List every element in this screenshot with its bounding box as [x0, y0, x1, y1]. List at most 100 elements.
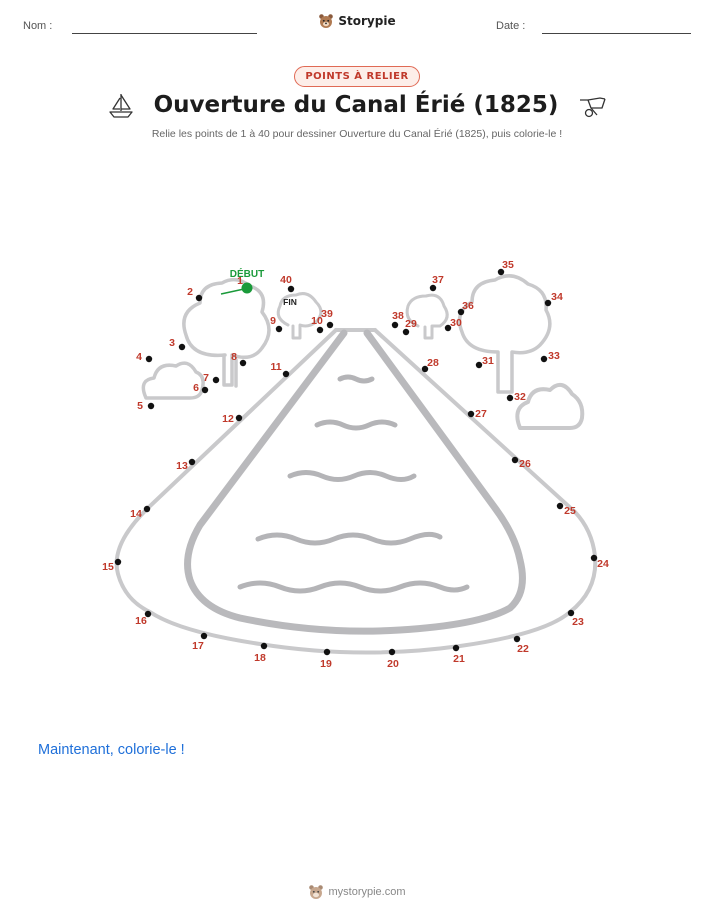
dot-number-15: 15	[102, 561, 114, 573]
dot-9[interactable]	[275, 325, 283, 333]
dot-1[interactable]	[241, 282, 253, 294]
dot-28[interactable]	[421, 365, 429, 373]
dot-number-10: 10	[311, 315, 323, 327]
dot-number-27: 27	[475, 408, 487, 420]
dot-number-13: 13	[176, 460, 188, 472]
dot-20[interactable]	[388, 648, 396, 656]
dot-number-23: 23	[572, 616, 584, 628]
dot-11[interactable]	[282, 370, 290, 378]
dot-22[interactable]	[513, 635, 521, 643]
dot-12[interactable]	[235, 414, 243, 422]
dot-number-19: 19	[320, 658, 332, 670]
dot-4[interactable]	[145, 355, 153, 363]
dot-number-9: 9	[270, 315, 276, 327]
dot-19[interactable]	[323, 648, 331, 656]
dot-2[interactable]	[195, 294, 203, 302]
dot-number-4: 4	[136, 351, 142, 363]
brand-name: Storypie	[338, 14, 396, 28]
dot-13[interactable]	[188, 458, 196, 466]
dot-17[interactable]	[200, 632, 208, 640]
dot-number-28: 28	[427, 357, 439, 369]
brand-logo: Storypie	[0, 13, 714, 34]
dot-number-35: 35	[502, 259, 514, 271]
dot-39[interactable]	[326, 321, 334, 329]
dot-number-33: 33	[548, 350, 560, 362]
dot-31[interactable]	[475, 361, 483, 369]
dot-30[interactable]	[444, 324, 452, 332]
coloring-prompt: Maintenant, colorie-le !	[38, 742, 185, 758]
start-label: DÉBUT	[230, 267, 264, 280]
dot-number-6: 6	[193, 382, 199, 394]
dot-number-32: 32	[514, 391, 526, 403]
dot-35[interactable]	[497, 268, 505, 276]
wheelbarrow-icon	[580, 97, 607, 118]
dot-number-29: 29	[405, 318, 417, 330]
dot-32[interactable]	[506, 394, 514, 402]
dot-number-31: 31	[482, 355, 494, 367]
dot-number-3: 3	[169, 337, 175, 349]
dot-14[interactable]	[143, 505, 151, 513]
dot-number-20: 20	[387, 658, 399, 670]
dot-number-12: 12	[222, 413, 234, 425]
dot-15[interactable]	[114, 558, 122, 566]
dot-36[interactable]	[457, 308, 465, 316]
bear-icon	[309, 885, 324, 899]
dot-number-39: 39	[321, 308, 333, 320]
dot-number-40: 40	[280, 274, 292, 286]
dot-number-34: 34	[551, 291, 563, 303]
dot-18[interactable]	[260, 642, 268, 650]
dot-number-24: 24	[597, 558, 609, 570]
dot-number-17: 17	[192, 640, 204, 652]
dot-number-25: 25	[564, 505, 576, 517]
name-line[interactable]	[72, 33, 257, 34]
dot-number-16: 16	[135, 615, 147, 627]
dot-number-18: 18	[254, 652, 266, 664]
dot-23[interactable]	[567, 609, 575, 617]
page-title: Ouverture du Canal Érié (1825)	[153, 92, 559, 118]
dot-25[interactable]	[556, 502, 564, 510]
dot-3[interactable]	[178, 343, 186, 351]
dot-21[interactable]	[452, 644, 460, 652]
dot-number-38: 38	[392, 310, 404, 322]
dot-33[interactable]	[540, 355, 548, 363]
dot-number-8: 8	[231, 351, 237, 363]
dot-number-22: 22	[517, 643, 529, 655]
dot-number-1: 1	[237, 275, 243, 287]
dot-34[interactable]	[544, 299, 552, 307]
dot-27[interactable]	[467, 410, 475, 418]
activity-badge: POINTS À RELIER	[294, 66, 420, 87]
end-label: FIN	[283, 297, 297, 307]
dot-37[interactable]	[429, 284, 437, 292]
dot-number-14: 14	[130, 508, 142, 520]
dot-5[interactable]	[147, 402, 155, 410]
bear-icon	[319, 14, 334, 28]
dot-6[interactable]	[201, 386, 209, 394]
dot-number-21: 21	[453, 653, 465, 665]
dot-8[interactable]	[239, 359, 247, 367]
sailboat-icon	[108, 94, 133, 118]
dot-number-30: 30	[450, 317, 462, 329]
start-tick	[220, 288, 245, 295]
dot-24[interactable]	[590, 554, 598, 562]
instructions: Relie les points de 1 à 40 pour dessiner…	[151, 128, 563, 140]
footer: mystorypie.com	[0, 884, 714, 905]
dot-29[interactable]	[402, 328, 410, 336]
footer-url[interactable]: mystorypie.com	[328, 886, 406, 898]
dot-38[interactable]	[391, 321, 399, 329]
date-line[interactable]	[542, 33, 691, 34]
dot-number-5: 5	[137, 400, 143, 412]
dot-number-36: 36	[462, 300, 474, 312]
dot-number-26: 26	[519, 458, 531, 470]
name-label: Nom :	[23, 20, 53, 32]
dot-26[interactable]	[511, 456, 519, 464]
dot-10[interactable]	[316, 326, 324, 334]
dot-number-11: 11	[270, 361, 281, 373]
dot-number-2: 2	[187, 286, 193, 298]
dot-7[interactable]	[212, 376, 220, 384]
dot-40[interactable]	[287, 285, 295, 293]
dot-number-37: 37	[432, 274, 444, 286]
dot-16[interactable]	[144, 610, 152, 618]
dot-number-7: 7	[203, 372, 209, 384]
date-label: Date :	[496, 20, 526, 32]
